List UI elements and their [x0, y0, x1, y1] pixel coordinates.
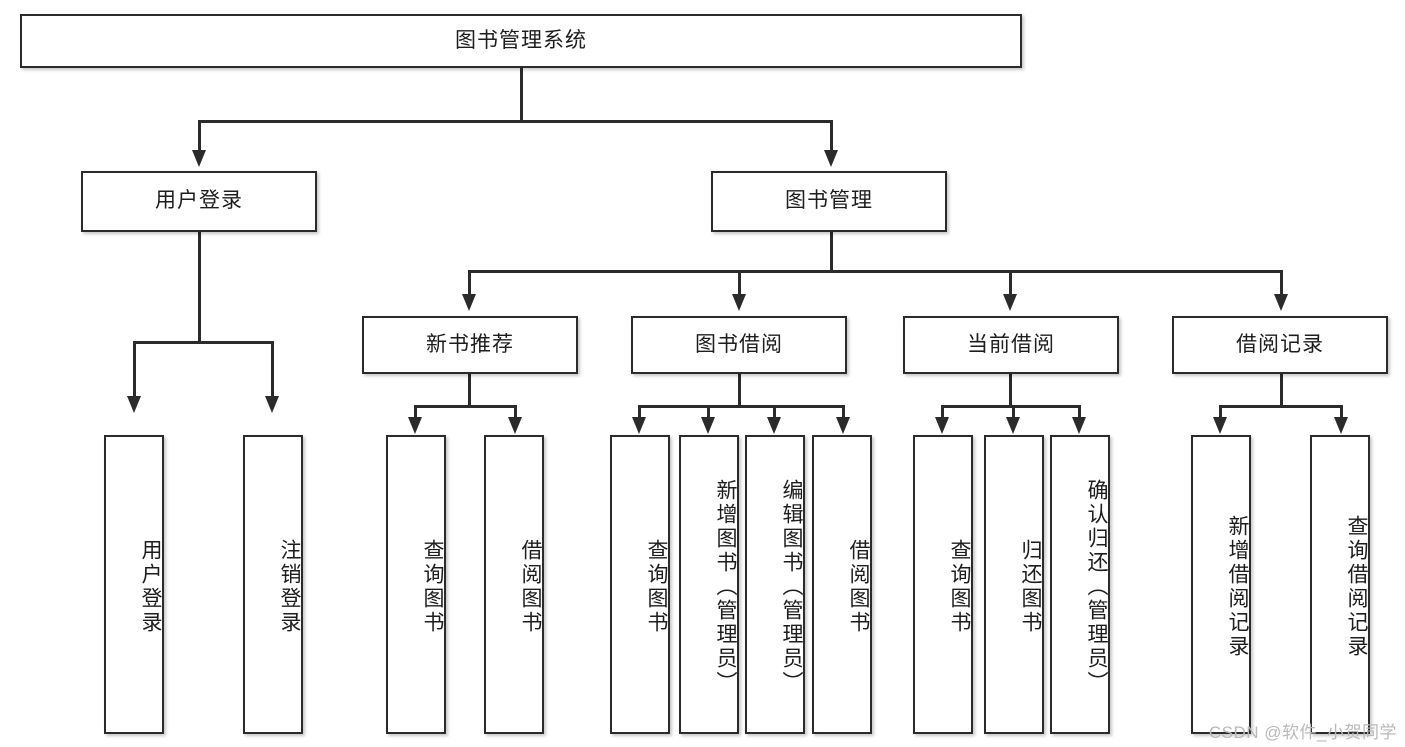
node-leaf-query-book-3[interactable]: 查询图书	[913, 435, 973, 734]
arrow-to-leaf-query-book-2	[632, 417, 646, 434]
node-borrow-record[interactable]: 借阅记录	[1172, 316, 1388, 374]
connector-br-stem	[1280, 374, 1283, 407]
connector-user-login-b2	[271, 341, 274, 396]
connector-nbr-bus	[414, 405, 516, 408]
node-current-borrow-label: 当前借阅	[967, 332, 1055, 356]
node-leaf-return-book-label: 归还图书	[1019, 538, 1042, 635]
connector-root-bus	[198, 120, 833, 123]
connector-root-stem	[520, 68, 523, 122]
node-leaf-query-book-3-label: 查询图书	[948, 538, 971, 635]
connector-bb-b3	[773, 405, 776, 418]
node-current-borrow[interactable]: 当前借阅	[903, 316, 1119, 374]
connector-user-login-bus	[133, 341, 271, 344]
connector-bm-b2	[738, 270, 741, 295]
node-leaf-logout[interactable]: 注销登录	[243, 435, 303, 734]
node-leaf-confirm-return[interactable]: 确认归还（管理员）	[1050, 435, 1110, 734]
node-leaf-add-record[interactable]: 新增借阅记录	[1191, 435, 1251, 734]
node-user-login-label: 用户登录	[155, 189, 243, 213]
arrow-to-leaf-query-record	[1334, 417, 1348, 434]
connector-br-b1	[1219, 405, 1222, 418]
node-user-login[interactable]: 用户登录	[81, 171, 317, 232]
node-leaf-logout-label: 注销登录	[278, 538, 301, 635]
connector-book-manage-stem	[830, 232, 833, 272]
arrow-to-leaf-borrow-book-2	[836, 417, 850, 434]
node-leaf-query-book-2[interactable]: 查询图书	[610, 435, 670, 734]
node-book-manage[interactable]: 图书管理	[711, 171, 947, 232]
connector-bb-b2	[707, 405, 710, 418]
connector-bm-b1	[468, 270, 471, 295]
arrow-to-leaf-borrow-book-1	[508, 417, 522, 434]
node-leaf-confirm-return-label: 确认归还（管理员）	[1085, 478, 1108, 695]
arrow-to-leaf-return-book	[1006, 417, 1020, 434]
node-leaf-add-book[interactable]: 新增图书（管理员）	[679, 435, 739, 734]
node-borrow-record-label: 借阅记录	[1236, 332, 1324, 356]
node-leaf-borrow-book-2-label: 借阅图书	[847, 538, 870, 635]
connector-bm-b4	[1280, 270, 1283, 295]
connector-root-to-user-login	[198, 120, 201, 150]
node-leaf-add-record-label: 新增借阅记录	[1226, 514, 1249, 659]
csdn-watermark: CSDN @软件_小贺同学	[1208, 723, 1397, 742]
node-leaf-user-login[interactable]: 用户登录	[104, 435, 164, 734]
connector-br-bus	[1219, 405, 1342, 408]
connector-bb-stem	[738, 374, 741, 407]
node-leaf-add-book-label: 新增图书（管理员）	[714, 478, 737, 695]
node-leaf-borrow-book-1[interactable]: 借阅图书	[484, 435, 544, 734]
arrow-to-leaf-add-record	[1213, 417, 1227, 434]
node-leaf-query-book-1-label: 查询图书	[421, 538, 444, 635]
connector-nbr-stem	[468, 374, 471, 407]
connector-bb-b4	[842, 405, 845, 418]
connector-nbr-b1	[414, 405, 417, 418]
arrow-to-current-borrow	[1003, 294, 1017, 311]
arrow-to-leaf-query-book-1	[408, 417, 422, 434]
arrow-to-leaf-add-book	[701, 417, 715, 434]
arrow-to-user-login	[192, 150, 206, 167]
connector-bb-bus	[638, 405, 844, 408]
connector-bm-b3	[1009, 270, 1012, 295]
node-leaf-borrow-book-1-label: 借阅图书	[519, 538, 542, 635]
connector-user-login-stem	[198, 232, 201, 343]
node-book-borrow-label: 图书借阅	[695, 332, 783, 356]
node-leaf-query-record[interactable]: 查询借阅记录	[1310, 435, 1370, 734]
connector-user-login-b1	[133, 341, 136, 396]
node-leaf-return-book[interactable]: 归还图书	[984, 435, 1044, 734]
arrow-to-leaf-edit-book	[767, 417, 781, 434]
node-leaf-user-login-label: 用户登录	[139, 538, 162, 635]
node-leaf-query-record-label: 查询借阅记录	[1345, 514, 1368, 659]
connector-bb-b1	[638, 405, 641, 418]
connector-root-to-book-manage	[830, 120, 833, 150]
connector-nbr-b2	[514, 405, 517, 418]
arrow-to-book-borrow	[732, 294, 746, 311]
node-new-book-recommend-label: 新书推荐	[426, 332, 514, 356]
arrow-to-leaf-user-login	[127, 396, 141, 413]
arrow-to-leaf-logout	[265, 396, 279, 413]
node-root[interactable]: 图书管理系统	[20, 14, 1022, 68]
node-book-borrow[interactable]: 图书借阅	[631, 316, 847, 374]
node-book-manage-label: 图书管理	[785, 189, 873, 213]
arrow-to-borrow-record	[1274, 294, 1288, 311]
node-leaf-borrow-book-2[interactable]: 借阅图书	[812, 435, 872, 734]
connector-br-b2	[1340, 405, 1343, 418]
connector-cb-b2	[1012, 405, 1015, 418]
node-leaf-edit-book-label: 编辑图书（管理员）	[780, 478, 803, 695]
arrow-to-new-book-recommend	[462, 294, 476, 311]
connector-cb-stem	[1009, 374, 1012, 407]
node-new-book-recommend[interactable]: 新书推荐	[362, 316, 578, 374]
arrow-to-leaf-query-book-3	[935, 417, 949, 434]
node-root-label: 图书管理系统	[455, 28, 587, 52]
node-leaf-query-book-1[interactable]: 查询图书	[386, 435, 446, 734]
arrow-to-leaf-confirm-return	[1072, 417, 1086, 434]
connector-cb-b1	[941, 405, 944, 418]
arrow-to-book-manage	[824, 150, 838, 167]
node-leaf-edit-book[interactable]: 编辑图书（管理员）	[745, 435, 805, 734]
connector-cb-b3	[1078, 405, 1081, 418]
node-leaf-query-book-2-label: 查询图书	[645, 538, 668, 635]
connector-book-manage-bus	[468, 270, 1282, 273]
connector-cb-bus	[941, 405, 1080, 408]
